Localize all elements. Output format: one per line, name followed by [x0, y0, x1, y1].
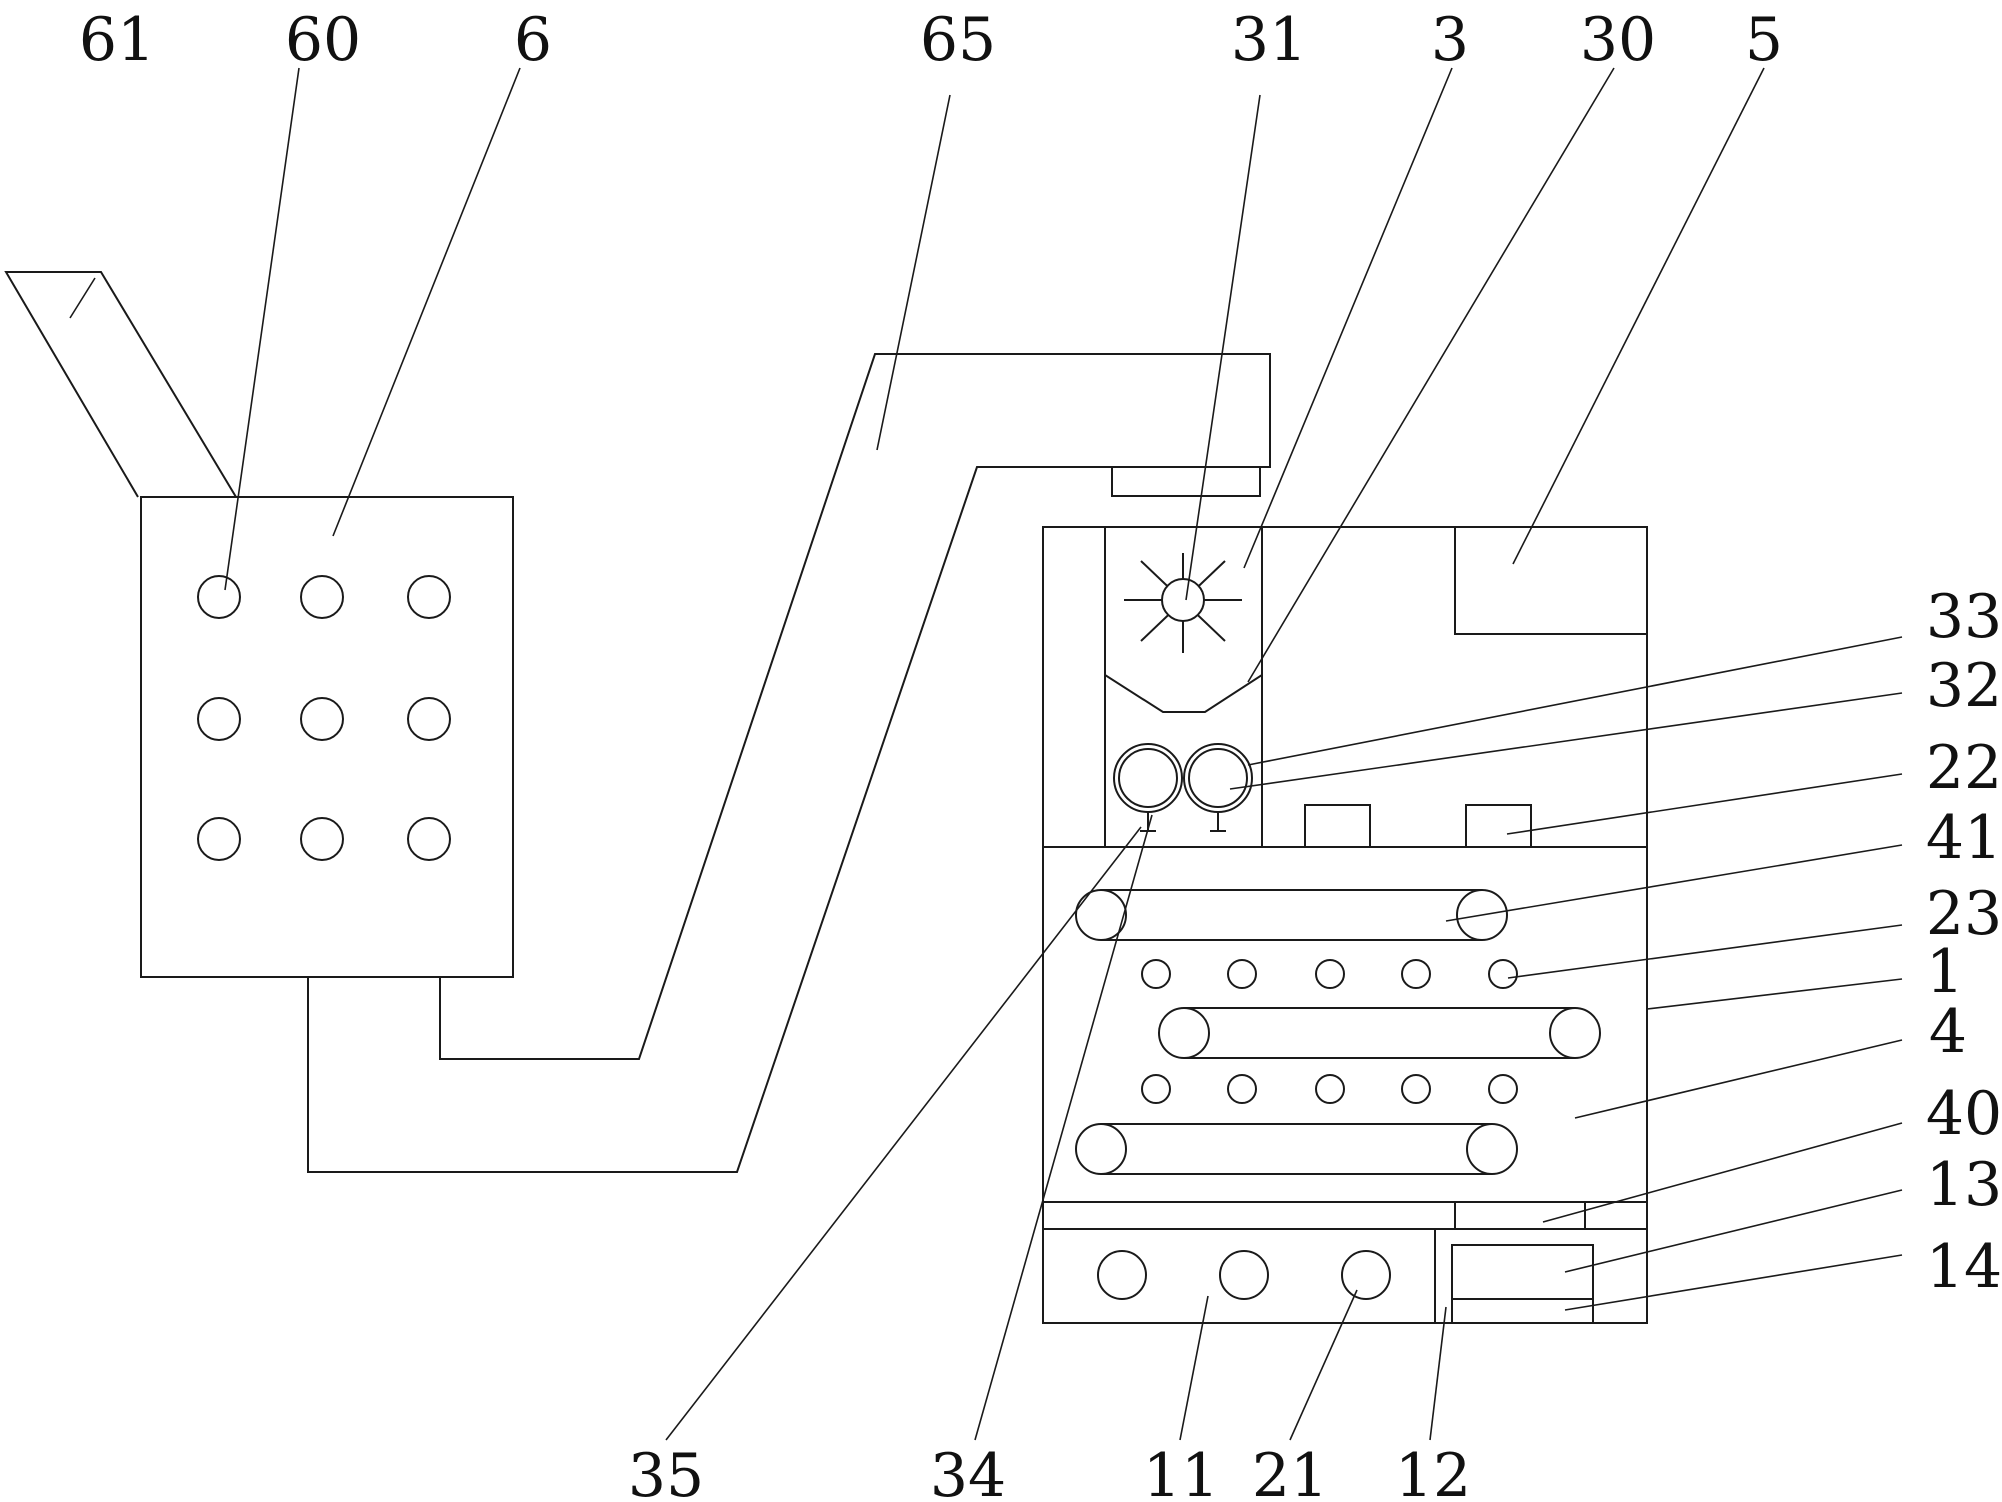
- label-61: 61: [79, 5, 155, 75]
- label-21: 21: [1252, 1441, 1328, 1502]
- label-34: 34: [930, 1441, 1006, 1502]
- blower-fans: [1097, 1250, 1391, 1300]
- label-60: 60: [285, 5, 361, 75]
- tank-hole: [407, 817, 451, 861]
- label-40: 40: [1926, 1079, 2002, 1149]
- label-31: 31: [1231, 5, 1307, 75]
- roller-pair: [1113, 743, 1253, 832]
- heating-tubes: [1141, 959, 1518, 1104]
- leader-lines: [69, 67, 1903, 1441]
- drawer-13: [1451, 1244, 1594, 1300]
- label-32: 32: [1926, 651, 2002, 721]
- label-6: 6: [514, 5, 552, 75]
- pipe-outer: [307, 353, 1271, 1173]
- tank-hole: [197, 575, 241, 619]
- inner-funnel: [1104, 655, 1263, 713]
- tank-hole: [300, 697, 344, 741]
- conveyor-belt: [1158, 1007, 1601, 1059]
- drawer-14: [1451, 1298, 1594, 1324]
- feed-chute: [4, 271, 237, 498]
- tank-holes: [197, 575, 451, 861]
- label-1: 1: [1926, 937, 1964, 1007]
- tank-body: [140, 496, 514, 978]
- tank-hole: [407, 575, 451, 619]
- label-23: 23: [1926, 879, 2002, 949]
- label-3: 3: [1431, 5, 1469, 75]
- label-12: 12: [1395, 1441, 1471, 1502]
- label-5: 5: [1745, 5, 1783, 75]
- label-35: 35: [628, 1441, 704, 1502]
- crusher-rotor: [1124, 553, 1242, 653]
- tank-hole: [407, 697, 451, 741]
- label-30: 30: [1580, 5, 1656, 75]
- label-4: 4: [1929, 997, 1967, 1067]
- label-33: 33: [1926, 582, 2002, 652]
- label-65: 65: [920, 5, 996, 75]
- label-11: 11: [1143, 1441, 1219, 1502]
- label-41: 41: [1926, 803, 2002, 873]
- conveyor-belt: [1075, 889, 1508, 941]
- main-housing: [1042, 526, 1648, 1324]
- tank-hole: [300, 817, 344, 861]
- sensor-block: [1304, 804, 1371, 848]
- sensor-block: [1465, 804, 1532, 848]
- conveyor-belt: [1075, 1123, 1518, 1175]
- label-14: 14: [1926, 1232, 2002, 1302]
- tank-hole: [300, 575, 344, 619]
- label-22: 22: [1926, 733, 2002, 803]
- reference-numerals: 61 60 6 65 31 3 30 5 33 32 22 41 23 1 4 …: [79, 5, 2002, 1502]
- tank-hole: [197, 817, 241, 861]
- pipe-nozzle: [1111, 466, 1261, 497]
- label-13: 13: [1926, 1150, 2002, 1220]
- tank-hole: [197, 697, 241, 741]
- control-box: [1454, 527, 1647, 635]
